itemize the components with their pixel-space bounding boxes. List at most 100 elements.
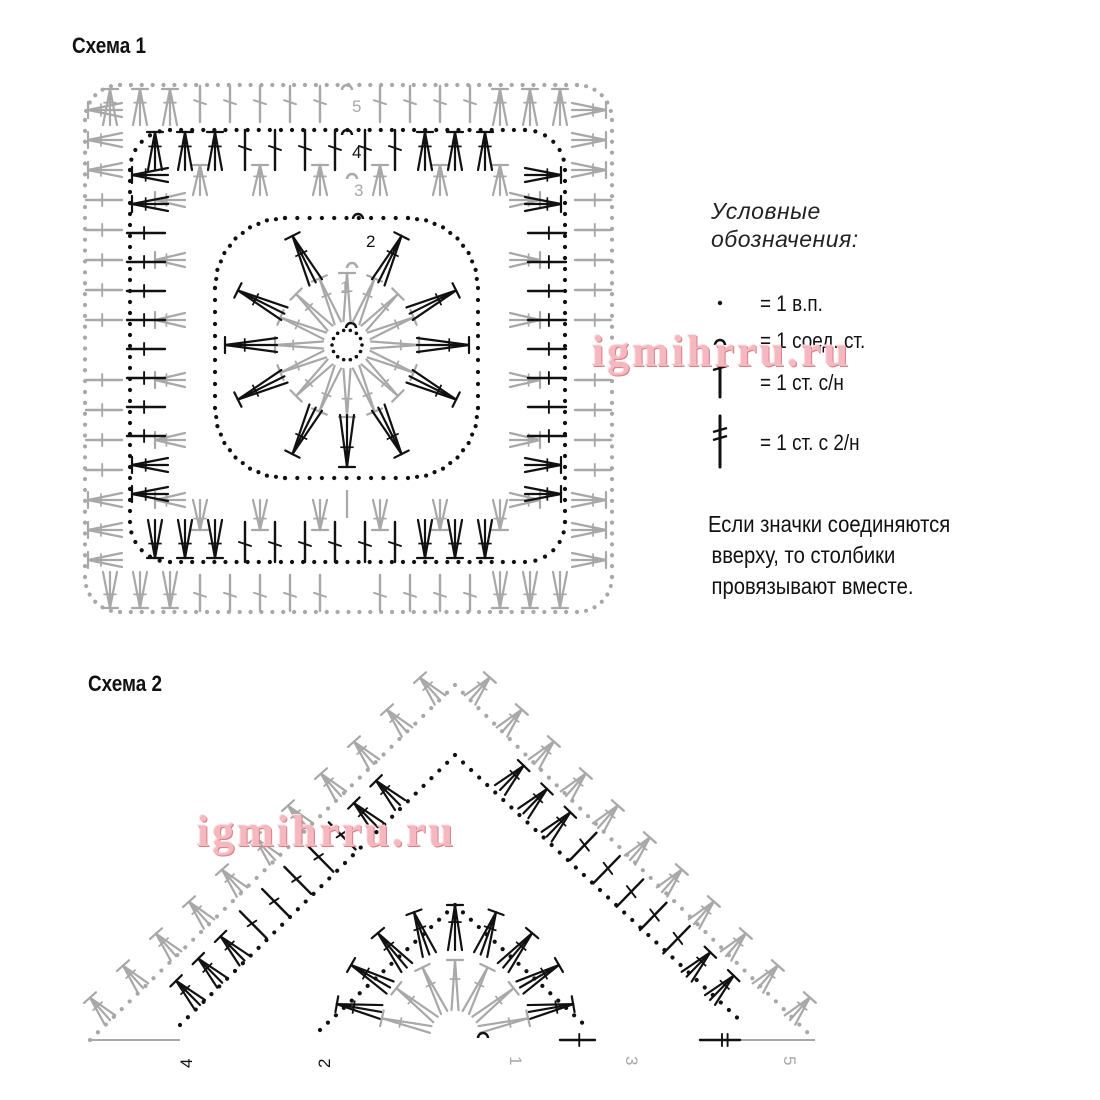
cluster-stitch [623,836,651,857]
chain-stitch-dot [389,609,395,615]
cluster-stitch [377,234,403,284]
cluster-top [451,282,461,299]
chain-stitch-dot [413,791,418,796]
chain-stitch-dot [127,365,133,371]
chain-stitch-dot [367,127,372,133]
cluster-stitch [411,289,458,322]
chain-stitch-dot [581,872,586,878]
cluster-stitch [528,570,539,610]
chain-stitch-dot [273,474,279,479]
chain-stitch-dot [609,302,615,308]
stitch-crossbar [437,297,443,306]
cluster-stitch [349,963,388,995]
chain-stitch-dot [167,127,173,133]
round-label-5: 5 [352,97,361,116]
chain-stitch-dot [291,609,297,615]
chain-stitch-dot [609,564,615,569]
stitch-crossbar [394,321,400,330]
chain-stitch-dot [549,842,554,848]
chain-stitch-dot [204,609,210,615]
cluster-top [514,703,529,716]
cluster-stitch [130,485,170,496]
stitch-crossbar [640,844,648,852]
chain-stitch-dot [562,178,568,184]
chain-stitch-dot [128,82,133,88]
chain-stitch-dot [509,805,514,810]
stitch-crossbar [699,960,707,967]
chain-stitch-dot [525,820,530,825]
chain-stitch-dot [489,559,494,565]
double-crochet-stitch [283,865,313,896]
double-crochet-stitch [305,843,335,873]
chain-stitch-dot [562,387,568,393]
cluster-top [148,927,164,941]
cluster-stitch [130,463,170,474]
legend-heading: Условные обозначения: [711,197,859,253]
chain-stitch-dot [214,414,219,420]
chain-stitch-dot [319,475,324,481]
chain-stitch-dot [177,1022,183,1028]
chain-stitch-dot [133,539,138,545]
chain-stitch-dot [609,335,615,340]
cluster-stitch [551,87,562,127]
chain-stitch-dot [562,299,568,305]
chain-stitch-dot [159,968,164,973]
cluster-stitch [415,336,471,347]
cluster-stitch [88,996,112,1022]
stitch-crossbar [555,1005,559,1014]
cluster-top [525,1009,531,1028]
chain-stitch-dot [256,470,261,475]
cluster-stitch [570,108,608,119]
chain-stitch-dot [413,721,418,726]
chain-stitch-dot [562,189,568,195]
chain-stitch-dot [562,497,568,503]
chain-stitch-dot [82,194,88,199]
chain-stitch-dot [522,559,528,565]
cluster-top [370,926,386,940]
cluster-stitch [86,161,124,172]
chain-stitch-dot [498,609,503,615]
cluster-stitch [291,403,311,456]
chain-stitch-dot [212,381,218,387]
stitch-crossbar [228,873,236,880]
chain-stitch-dot [444,690,450,695]
chain-stitch-dot [531,609,536,615]
cluster-stitch [395,987,439,1018]
cluster-stitch [108,87,119,127]
chain-stitch-dot [475,381,481,387]
chain-stitch-dot [734,960,739,965]
cluster-top [191,951,206,966]
chain-stitch-dot [389,127,394,133]
chain-stitch-dot [573,865,578,870]
chain-stitch-dot [557,539,562,545]
cluster-top [414,962,431,972]
chain-stitch-dot [562,398,568,404]
cluster-stitch [358,277,376,326]
double-crochet-stitch [327,821,357,851]
cluster-stitch [453,958,460,1012]
chain-stitch-dot [455,609,460,615]
stitch-crossbar [386,435,395,441]
cluster-stitch [253,836,282,857]
cluster-top [284,449,301,459]
chain-stitch-dot [507,736,512,742]
cluster-stitch [345,413,356,469]
chain-stitch-dot [476,82,482,88]
chain-stitch-dot [493,790,498,795]
chain-stitch-dot [381,215,386,221]
chain-stitch-dot [432,221,437,226]
stitch-crossbar [362,392,371,398]
stitch-crossbar [291,875,302,883]
chain-stitch-dot [609,553,615,558]
cluster-top [563,805,578,819]
chain-stitch-dot [82,139,88,144]
cluster-stitch [291,409,324,456]
stitch-crossbar [768,972,776,980]
chain-stitch-dot [82,313,88,318]
cluster-top [674,863,689,876]
cluster-top [553,956,565,974]
chain-stitch-dot [500,559,505,565]
stitch-crossbar [373,99,387,106]
chain-stitch-dot [609,357,615,362]
